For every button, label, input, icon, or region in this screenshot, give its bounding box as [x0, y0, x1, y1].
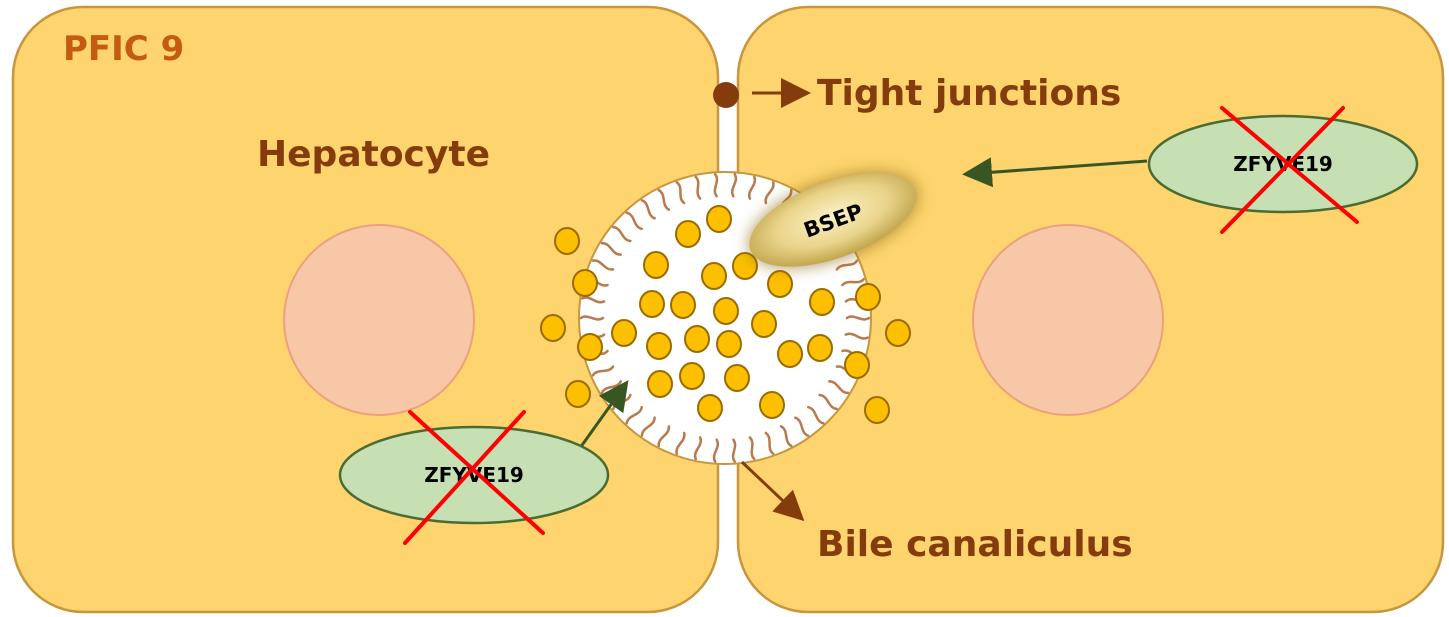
bile-acid [706, 205, 732, 233]
microvillus [818, 393, 838, 411]
bile-acid [675, 220, 701, 248]
bsep-transporter: BSEP [749, 173, 917, 267]
microvillus [764, 181, 775, 205]
microvillus [827, 380, 850, 395]
microvillus [625, 405, 643, 425]
zfyve19-right-arrow [962, 157, 1148, 188]
bile-acid [565, 380, 591, 408]
microvillus [845, 315, 871, 321]
microvillus [693, 436, 703, 461]
microvillus [748, 436, 756, 461]
microvillus [764, 431, 775, 455]
microvillus [779, 425, 793, 448]
microvillus [807, 405, 825, 425]
hepatocyte-label: Hepatocyte [257, 134, 490, 175]
tight-junctions-label: Tight junctions [817, 73, 1121, 114]
microvillus [600, 241, 623, 256]
bile-acid [855, 283, 881, 311]
microvillus [713, 173, 719, 198]
microvillus [581, 296, 606, 304]
bile-acid [643, 251, 669, 279]
bile-acid [713, 297, 739, 325]
bile-acid [679, 362, 705, 390]
bile-acid [767, 270, 793, 298]
microvillus [794, 416, 810, 437]
bile-acid [732, 252, 758, 280]
bile-acid [577, 333, 603, 361]
bile-acid [759, 391, 785, 419]
diagram-title: PFIC 9 [63, 29, 184, 69]
zfyve19-right [1147, 114, 1419, 214]
bile-acid [864, 396, 890, 424]
zfyve19-left [338, 425, 610, 525]
bile-acid [697, 394, 723, 422]
zfyve19-right-label: ZFYVE19 [1233, 152, 1333, 176]
nucleus-left [283, 224, 475, 416]
microvillus [712, 438, 719, 463]
microvillus [675, 181, 686, 205]
bile-acid [809, 288, 835, 316]
bile-acid [844, 351, 870, 379]
microvillus [591, 365, 615, 377]
nucleus-right [972, 224, 1164, 416]
microvillus [657, 188, 671, 211]
bile-acid [724, 364, 750, 392]
microvillus [640, 199, 656, 220]
bile-acid [572, 269, 598, 297]
bile-acid [646, 332, 672, 360]
microvillus [657, 425, 671, 448]
microvillus [591, 259, 615, 271]
bile-acid [540, 314, 566, 342]
microvillus [694, 175, 702, 200]
microvillus [579, 315, 605, 321]
bile-acid [611, 319, 637, 347]
bile-acid [639, 290, 665, 318]
microvillus [731, 438, 737, 463]
bile-acid [716, 330, 742, 358]
tight-junction-dot [713, 82, 739, 108]
zfyve19-left-arrow [578, 380, 629, 449]
bile-acid [701, 262, 727, 290]
bile-acid [684, 325, 710, 353]
bile-canaliculus-label: Bile canaliculus [817, 524, 1133, 565]
bile-acids [540, 205, 911, 424]
microvillus [731, 173, 738, 198]
microvillus [640, 416, 656, 437]
bile-acid [670, 291, 696, 319]
microvillus [675, 431, 686, 455]
bile-acid [807, 334, 833, 362]
microvillus [835, 259, 859, 271]
microvillus [844, 332, 869, 340]
microvillus [747, 175, 757, 200]
deletion-cross-right [1220, 106, 1359, 234]
bile-acid [647, 370, 673, 398]
deletion-cross-left [403, 410, 545, 545]
bile-acid [777, 340, 803, 368]
microvillus [625, 211, 643, 231]
microvillus [841, 277, 865, 287]
bile-acid [751, 310, 777, 338]
bile-acid [554, 227, 580, 255]
bile-canaliculus-arrow [740, 460, 805, 522]
bile-acid [885, 319, 911, 347]
microvillus [612, 225, 632, 243]
